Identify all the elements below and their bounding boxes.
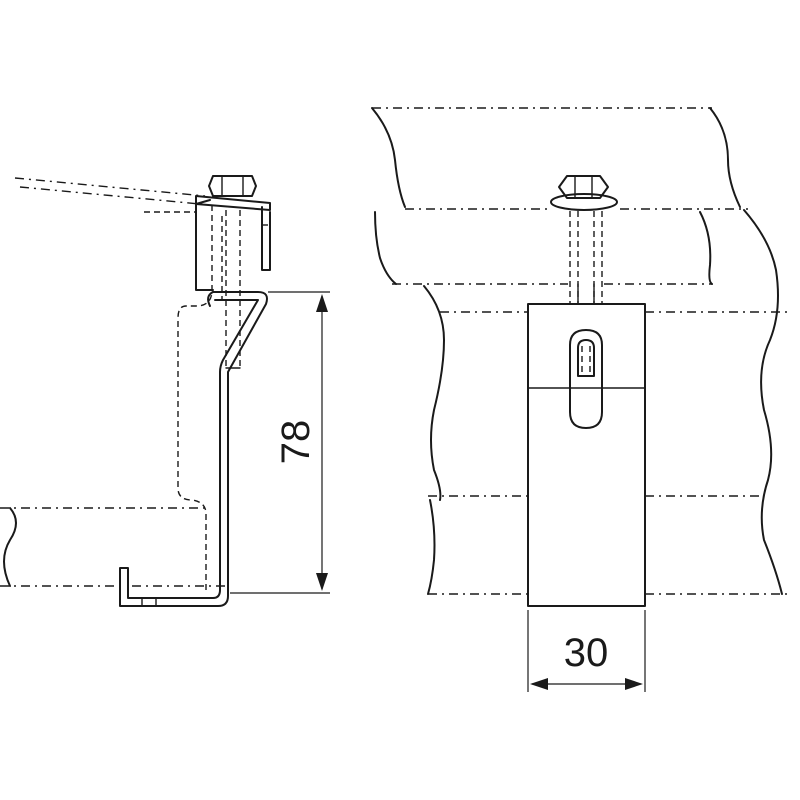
rail-profile-side [177, 205, 223, 590]
dimension-height-label: 78 [274, 420, 318, 465]
bolt-head-side [195, 175, 271, 211]
side-view: 78 [0, 175, 330, 607]
beam-side [0, 507, 228, 607]
bolt-shaft-front [569, 211, 603, 305]
front-view: 30 [371, 107, 790, 692]
clamp-body-side [119, 199, 268, 607]
clamp-block-front [527, 303, 646, 607]
dimension-width-label: 30 [564, 631, 609, 675]
bolt-shaft-side [225, 210, 241, 369]
dimension-30: 30 [527, 610, 646, 692]
bolt-head-front [550, 175, 618, 211]
dimension-78: 78 [230, 291, 330, 594]
